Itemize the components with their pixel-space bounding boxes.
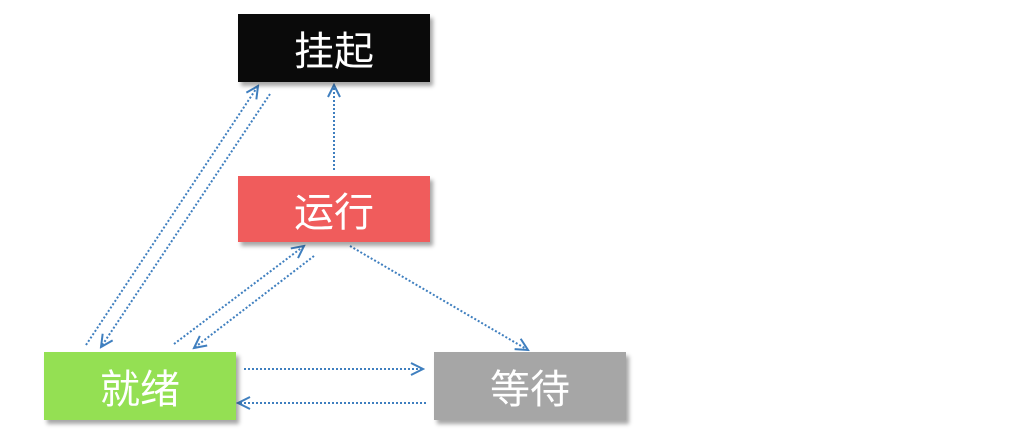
state-waiting-box: 等待 (434, 352, 626, 420)
state-ready-box: 就绪 (44, 352, 236, 420)
state-ready-label: 就绪 (100, 367, 180, 413)
state-suspend-label: 挂起 (294, 29, 374, 75)
edge-ready-to-suspend (85, 86, 258, 346)
edge-running-to-ready (194, 255, 315, 348)
state-running-box: 运行 (238, 176, 430, 242)
state-running-label: 运行 (294, 190, 374, 236)
edge-suspend-to-ready (101, 93, 271, 347)
state-waiting-label: 等待 (490, 367, 570, 413)
edge-running-to-waiting (349, 245, 528, 350)
state-suspend-box: 挂起 (238, 14, 430, 82)
edge-ready-to-running (173, 246, 304, 345)
